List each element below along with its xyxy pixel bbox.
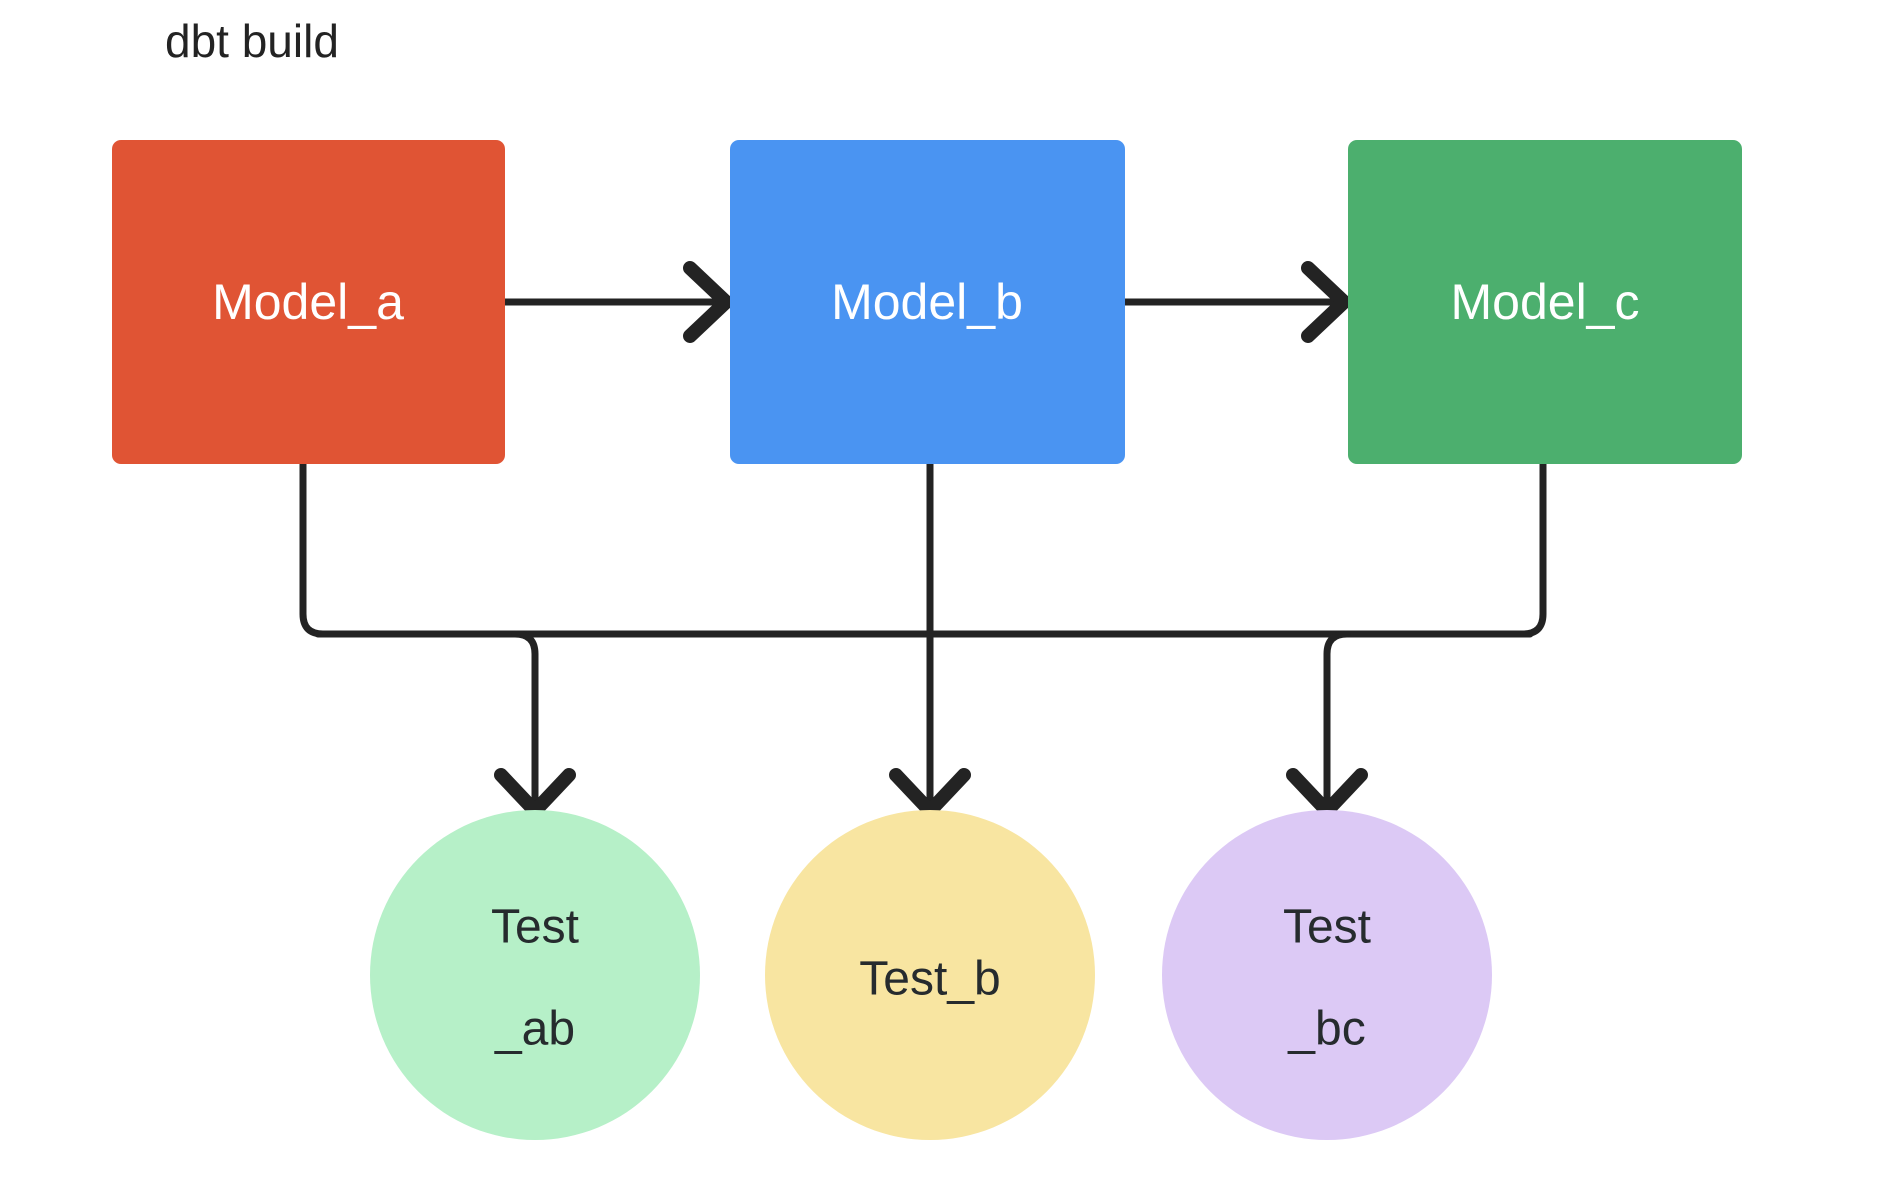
test-bc-circle[interactable] (1162, 810, 1492, 1140)
test-ab-circle[interactable] (370, 810, 700, 1140)
test-bc-label-line1: Test (1283, 901, 1371, 954)
node-test-bc[interactable]: Test _bc (1162, 810, 1492, 1140)
edge-model-a-to-bus (299, 460, 519, 638)
model-b-rect[interactable] (730, 140, 1125, 464)
test-ab-label-line2: _ab (494, 1003, 575, 1056)
test-ab-label-line1: Test (491, 901, 579, 954)
node-test-b[interactable]: Test_b (765, 810, 1095, 1140)
test-bc-label-line2: _bc (1287, 1003, 1365, 1056)
edge-bus-to-test-ab (494, 630, 576, 818)
model-b-label: Model_b (831, 274, 1023, 330)
model-c-label: Model_c (1451, 274, 1640, 330)
arrow-head-icon (1301, 261, 1351, 343)
test-node-layer: Test _ab Test_b Test _bc (370, 810, 1492, 1140)
page-title: dbt build (165, 15, 339, 67)
test-b-circle[interactable] (765, 810, 1095, 1140)
model-a-rect[interactable] (112, 140, 505, 464)
node-model-c[interactable]: Model_c (1348, 140, 1742, 464)
model-node-layer: Model_a Model_b Model_c (112, 140, 1742, 464)
test-b-label-line1: Test_b (859, 953, 1000, 1006)
node-model-b[interactable]: Model_b (730, 140, 1125, 464)
edge-model-b-to-model-c (1121, 261, 1351, 343)
arrow-head-icon (683, 261, 733, 343)
edge-model-a-to-model-b (501, 261, 733, 343)
edge-bus-to-test-bc (1286, 630, 1368, 818)
model-c-rect[interactable] (1348, 140, 1742, 464)
node-test-ab[interactable]: Test _ab (370, 810, 700, 1140)
edge-model-c-to-bus (1343, 460, 1547, 638)
model-a-label: Model_a (212, 274, 404, 330)
node-model-a[interactable]: Model_a (112, 140, 505, 464)
